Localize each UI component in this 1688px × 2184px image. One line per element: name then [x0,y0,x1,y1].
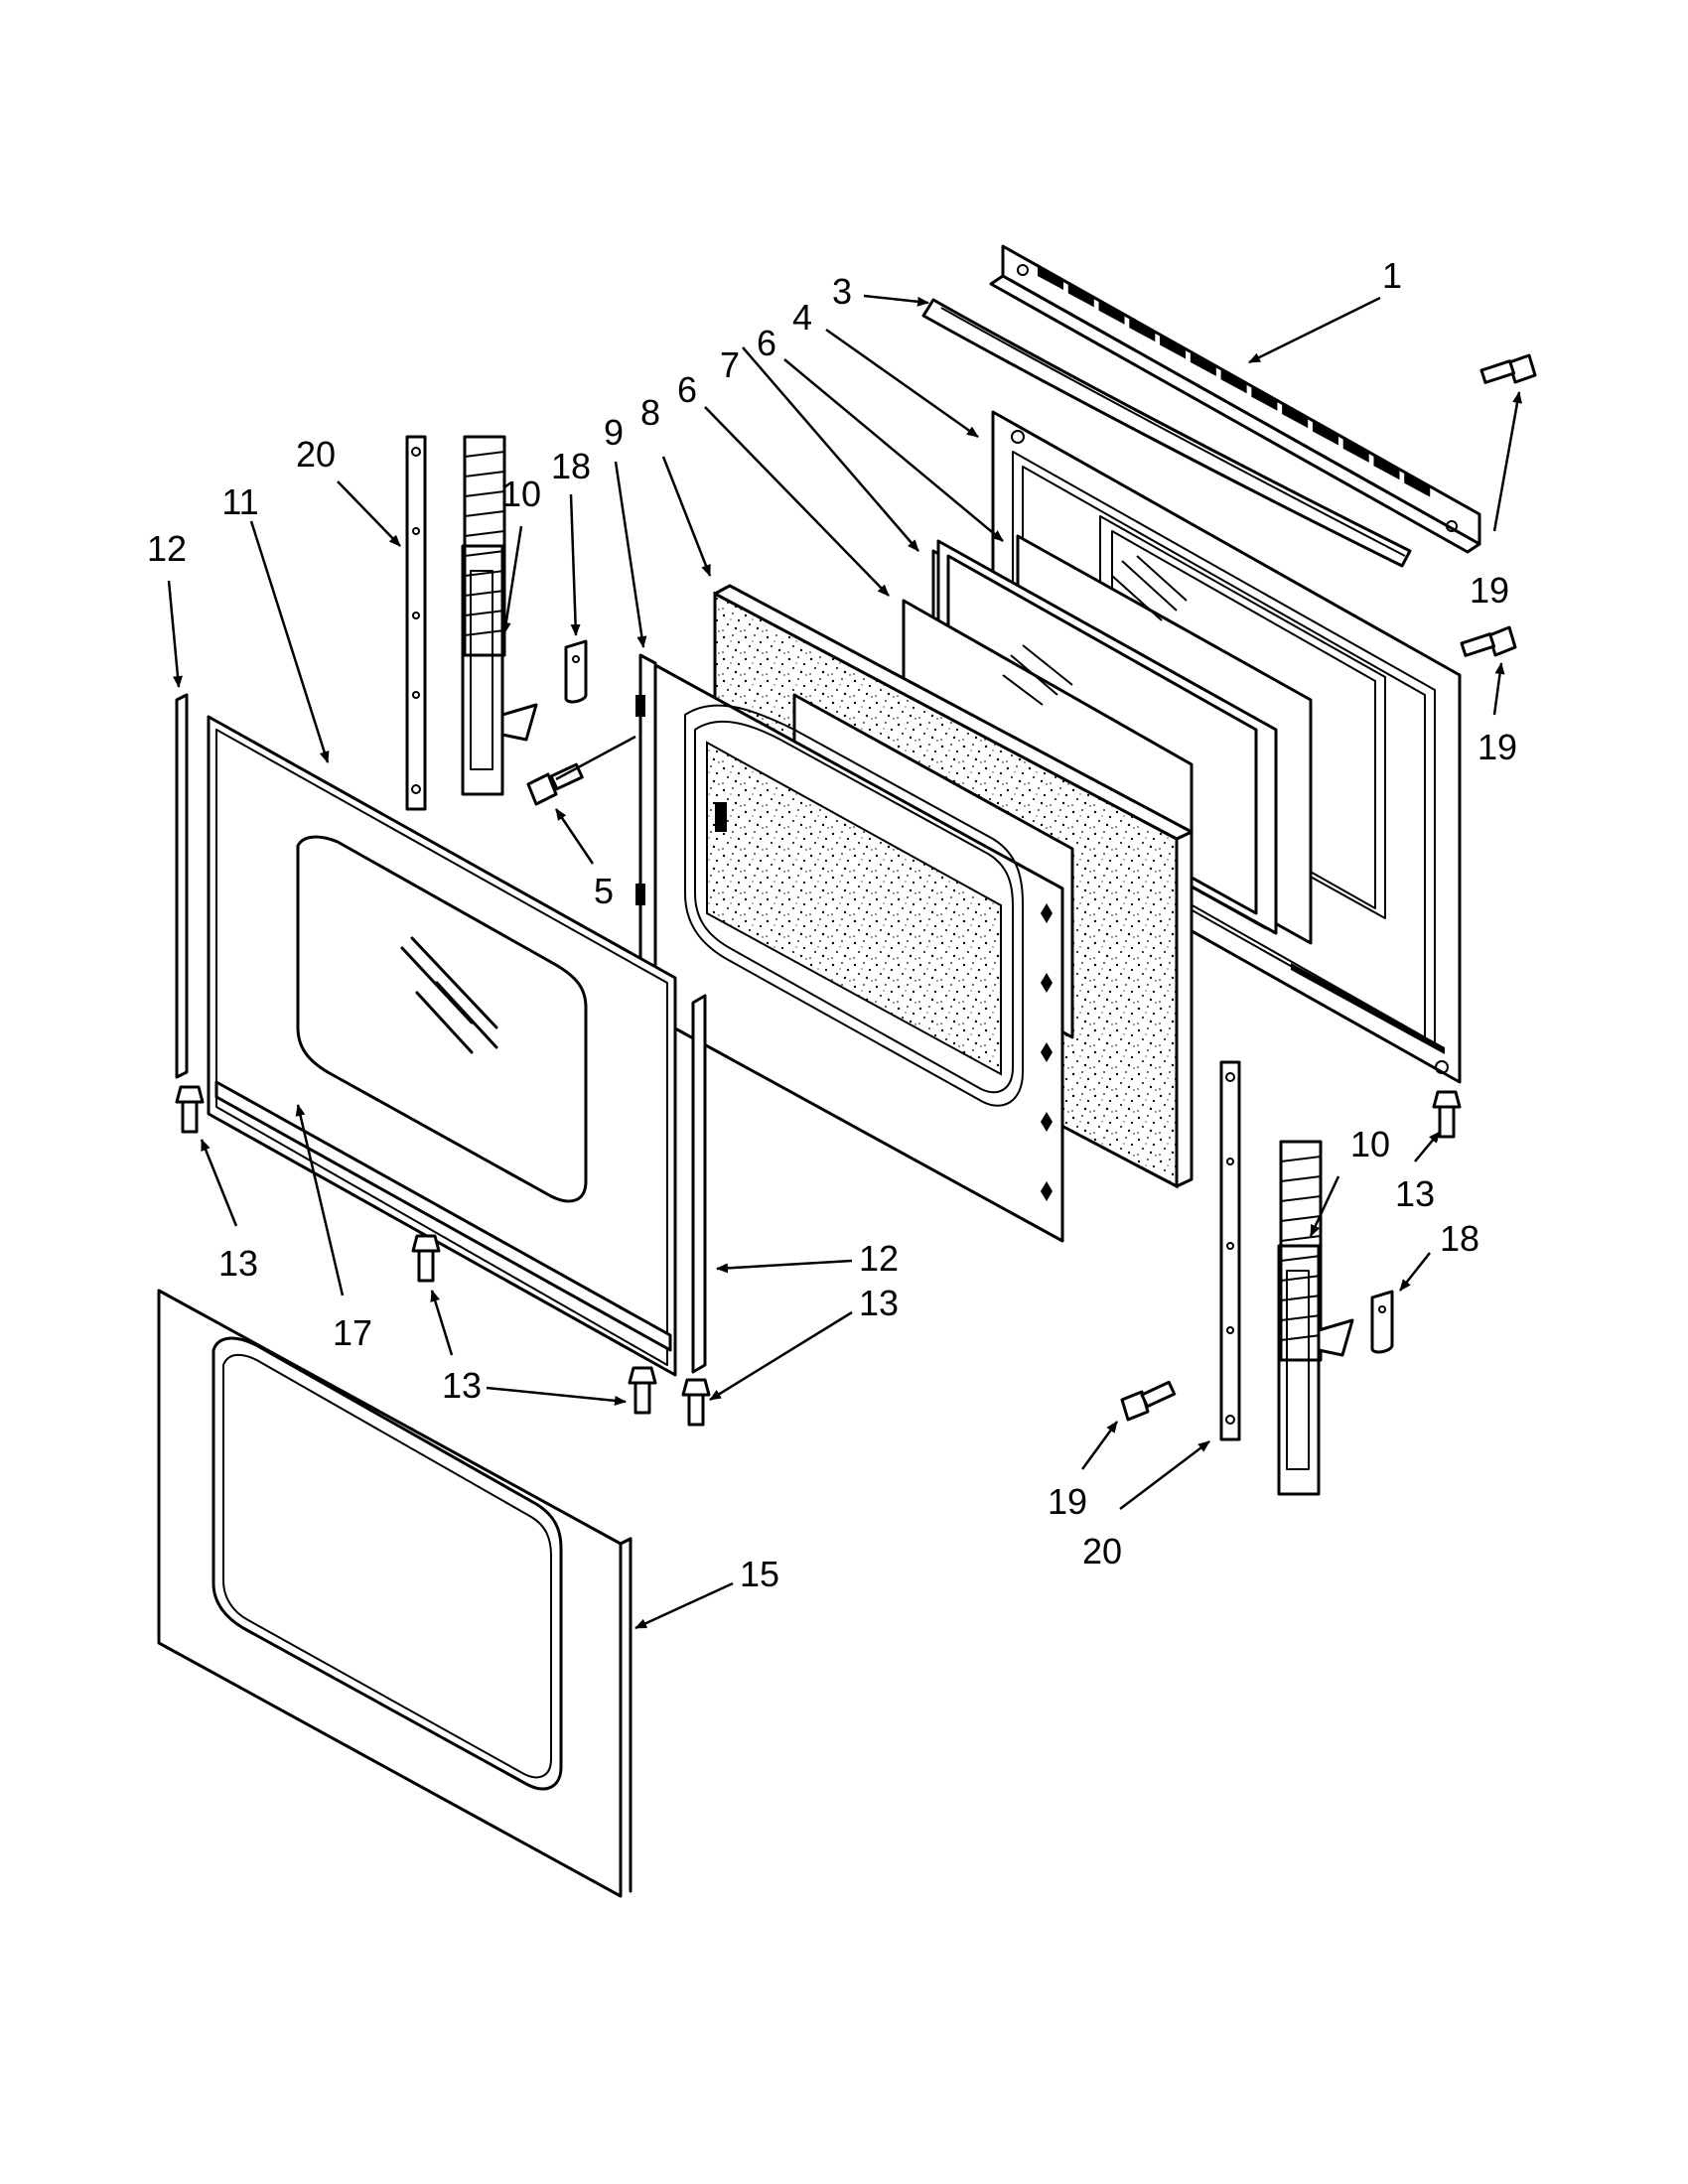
vent-slot [1190,351,1216,376]
callout-label: 12 [147,528,187,569]
part-outer-door-panel [157,1289,633,1898]
screw-13-bottom-center [411,1234,441,1283]
leader-10-left [500,525,523,634]
leader-6-top [783,358,1004,542]
part-hinge-right [1277,1140,1354,1496]
leader-13-bottom [486,1386,627,1406]
screw-13-left [175,1085,205,1134]
vent-slot [1282,404,1309,429]
vent-slot [1342,438,1369,463]
part-vent-trim [989,244,1481,554]
part-clip-right [1370,1290,1394,1354]
callout-label: 4 [792,297,812,338]
vent-slot [1038,266,1063,290]
callout-label: 13 [442,1365,482,1406]
vent-slot [1098,300,1125,325]
leader-1 [1248,296,1381,364]
callout-label: 15 [740,1554,779,1594]
leader-4 [825,328,979,439]
screw-19-top [1479,353,1537,384]
leader-3 [863,294,929,307]
leader-15 [634,1581,734,1630]
part-hinge-left [461,435,538,796]
callout-label: 17 [333,1312,372,1353]
callout-label: 18 [551,446,591,486]
leader-18-left [569,493,581,636]
callout-label: 19 [1048,1481,1087,1522]
leader-10-right [1309,1175,1340,1237]
leader-19-mid [1492,662,1505,716]
screw-13-trim-right [681,1378,711,1427]
callout-label: 18 [1440,1218,1479,1259]
vent-slot [1220,369,1247,394]
callout-label: 13 [1395,1173,1435,1214]
callout-label: 3 [832,271,852,312]
leader-13-right [709,1310,853,1402]
callout-label: 6 [757,323,776,363]
callout-label: 19 [1477,727,1517,767]
leader-13-center [430,1290,454,1356]
callout-label: 11 [221,481,258,522]
callout-label: 5 [594,871,614,911]
vent-slot [1160,335,1187,359]
vent-slot [1067,283,1094,308]
part-side-trim-left [175,693,189,1079]
leader-8 [661,456,712,577]
callout-label: 20 [1082,1531,1122,1571]
callout-label: 13 [218,1243,258,1284]
screw-13-panel-right [1432,1090,1462,1139]
screw-19-bottom [1120,1380,1177,1422]
leader-20-left [337,480,401,547]
callout-label: 13 [859,1283,899,1323]
leader-9 [614,461,647,648]
part-hinge-receiver-right [1219,1060,1241,1441]
leader-20-right [1119,1440,1210,1510]
leader-17 [295,1104,345,1297]
vent-slot [1129,318,1156,342]
callout-label: 10 [501,474,541,514]
callout-label: 10 [1350,1124,1390,1164]
leader-11 [249,520,330,763]
leader-6-mid [704,406,890,597]
callout-label: 20 [296,434,336,475]
callout-label: 1 [1382,255,1402,296]
leader-19-bottom [1080,1421,1119,1470]
leader-13-left [200,1139,238,1227]
part-side-trim-right [691,994,707,1374]
callout-label: 8 [640,392,660,433]
screw-13-bottom-right [628,1366,657,1415]
leader-12-left [167,580,183,688]
callout-label: 12 [859,1238,899,1279]
vent-slot [1312,421,1338,446]
part-bottom-trim [214,1080,672,1352]
leader-5-arm [555,735,636,781]
leader-18-right [1399,1252,1431,1292]
vent-slot [1373,456,1400,480]
screw-19-mid [1460,625,1517,657]
callout-label: 6 [677,369,697,410]
leader-12-right [716,1259,853,1274]
vent-slot [1404,473,1431,497]
callout-label: 9 [604,412,624,453]
part-outer-glass [207,715,677,1377]
leader-19-top [1492,391,1522,532]
leader-13-far-right [1414,1131,1441,1162]
vent-slot [1251,386,1278,411]
callout-label: 7 [720,344,740,385]
part-door-liner [653,663,1064,1243]
part-liner-side-frame [635,653,657,970]
leader-5-up [554,808,595,865]
leader-7 [742,346,919,552]
part-hinge-receiver-left [405,435,427,811]
callout-label: 19 [1470,570,1509,611]
part-clip-left [564,639,588,704]
part-door-handle [921,298,1412,568]
